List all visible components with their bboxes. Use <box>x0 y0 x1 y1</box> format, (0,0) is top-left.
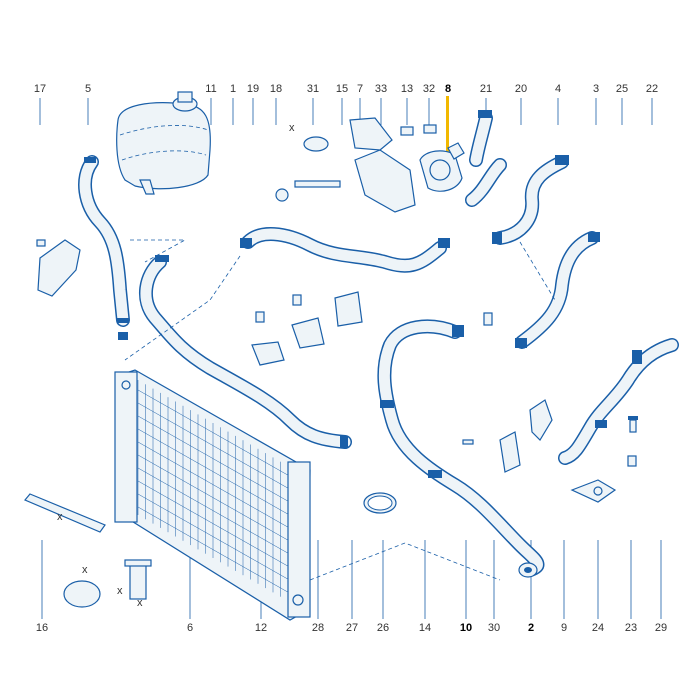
callout-label: 25 <box>616 83 628 95</box>
callout-label: 3 <box>593 83 599 95</box>
axis-mark: x <box>137 597 143 609</box>
callout-label: 24 <box>592 622 604 634</box>
callout-label: 21 <box>480 83 492 95</box>
radiator-fin <box>137 441 301 535</box>
callout-label: 13 <box>401 83 413 95</box>
callout-label: 8 <box>445 83 451 95</box>
hose-6[interactable] <box>138 255 352 449</box>
bolt-11[interactable] <box>255 311 265 323</box>
bolt-29[interactable] <box>628 416 638 433</box>
callout-label: 5 <box>85 83 91 95</box>
bolt-10[interactable] <box>462 439 474 445</box>
callout-label: 22 <box>646 83 658 95</box>
callout-label: 9 <box>561 622 567 634</box>
bracket-28[interactable] <box>291 317 325 349</box>
hose-1[interactable] <box>240 227 450 273</box>
callout-label: 6 <box>187 622 193 634</box>
callout-label: 10 <box>460 622 472 634</box>
hose-14[interactable] <box>377 319 545 577</box>
bracket-25[interactable] <box>529 399 553 441</box>
callout-label: 30 <box>488 622 500 634</box>
bolt-17[interactable] <box>36 239 46 247</box>
radiator-fin <box>137 389 301 483</box>
radiator-fin <box>137 506 301 600</box>
hose-20[interactable] <box>465 158 507 207</box>
callout-label: 23 <box>625 622 637 634</box>
axis-marks: x x x x x <box>57 122 295 609</box>
hose-21[interactable] <box>469 110 493 167</box>
callout-label: 16 <box>36 622 48 634</box>
radiator[interactable] <box>114 369 311 621</box>
callout-label: 32 <box>423 83 435 95</box>
radiator-fin <box>137 480 301 574</box>
callout-label: 18 <box>270 83 282 95</box>
callout-label: 12 <box>255 622 267 634</box>
stud-18[interactable] <box>294 180 341 188</box>
callout-label: 14 <box>419 622 431 634</box>
expansion-tank[interactable] <box>116 91 211 195</box>
callout-label: 15 <box>336 83 348 95</box>
part-8-highlight-bar <box>446 96 449 156</box>
callout-label: 33 <box>375 83 387 95</box>
callout-label: 7 <box>357 83 363 95</box>
radiator-fin <box>137 402 301 496</box>
axis-mark: x <box>117 585 123 597</box>
callout-label: 4 <box>555 83 561 95</box>
radiator-core-fins <box>137 380 301 606</box>
bracket-9[interactable] <box>499 431 521 473</box>
callout-label: 11 <box>205 83 216 95</box>
hose-5[interactable] <box>78 155 130 340</box>
callout-label: 28 <box>312 622 324 634</box>
callout-label: 2 <box>528 622 534 634</box>
callout-label: 29 <box>655 622 667 634</box>
clamp-ring-26[interactable] <box>363 492 397 514</box>
gasket-24[interactable] <box>570 479 617 503</box>
axis-mark: x <box>57 511 63 523</box>
hose-4[interactable] <box>492 155 569 245</box>
seal-31[interactable] <box>303 136 329 152</box>
radiator-fin <box>137 415 301 509</box>
bolt-30[interactable] <box>483 312 493 326</box>
callout-label: 27 <box>346 622 358 634</box>
axis-mark: x <box>289 122 295 134</box>
bracket-15[interactable] <box>334 291 363 327</box>
bracket-12[interactable] <box>251 341 285 366</box>
hose-3[interactable] <box>515 231 600 349</box>
radiator-fin <box>137 454 301 548</box>
callout-label: 26 <box>377 622 389 634</box>
nut-19[interactable] <box>275 188 289 202</box>
bolt-27[interactable] <box>292 294 302 306</box>
callout-label: 31 <box>307 83 319 95</box>
water-pump-assembly[interactable] <box>349 117 465 213</box>
radiator-fin <box>137 428 301 522</box>
hose-22[interactable] <box>558 338 679 465</box>
detail-inset <box>24 493 152 608</box>
radiator-fin <box>137 493 301 587</box>
callout-label: 20 <box>515 83 527 95</box>
callout-label: 17 <box>34 83 46 95</box>
bracket-16[interactable] <box>37 239 81 297</box>
radiator-fin <box>137 467 301 561</box>
callout-label: 1 <box>230 83 236 95</box>
callout-label: 19 <box>247 83 259 95</box>
bolt-23[interactable] <box>627 455 637 467</box>
part-2-fitting[interactable] <box>518 562 538 578</box>
axis-mark: x <box>82 564 88 576</box>
routing-dashed-lines <box>124 239 556 581</box>
part-13-32-clips[interactable] <box>400 124 437 136</box>
